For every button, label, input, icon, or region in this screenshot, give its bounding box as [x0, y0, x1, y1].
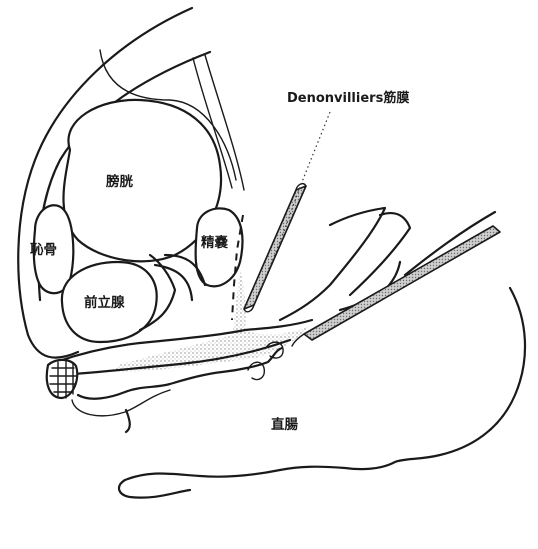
label-denonvilliers: Denonvilliers筋膜	[287, 90, 409, 106]
instrument-forceps	[292, 226, 500, 346]
label-rectum: 直腸	[271, 416, 298, 433]
label-pubis: 恥骨	[30, 241, 57, 258]
instrument-retractor	[244, 184, 306, 312]
sphincter	[47, 360, 77, 398]
label-seminal-vesicle: 精嚢	[201, 234, 228, 251]
rectum-posterior-wall	[126, 410, 130, 432]
label-bladder: 膀胱	[105, 173, 133, 190]
rectum-outer-curve	[119, 288, 525, 498]
label-prostate: 前立腺	[84, 294, 125, 311]
